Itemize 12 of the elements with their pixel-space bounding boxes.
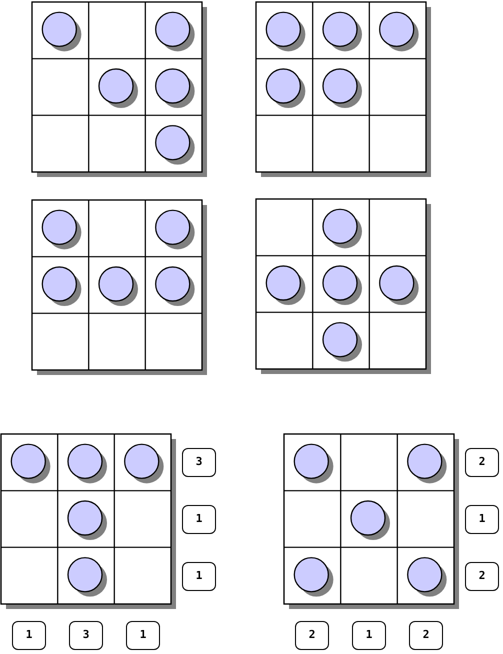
count-box: 2 xyxy=(295,621,329,650)
count-box: 1 xyxy=(182,562,216,591)
count-box: 2 xyxy=(409,621,443,650)
count-box: 2 xyxy=(465,562,499,591)
count-box: 2 xyxy=(465,448,499,477)
count-box: 1 xyxy=(465,505,499,534)
count-box: 3 xyxy=(69,621,103,650)
count-box: 1 xyxy=(352,621,386,650)
count-box: 1 xyxy=(12,621,46,650)
count-box: 1 xyxy=(182,505,216,534)
count-box: 1 xyxy=(126,621,160,650)
count-box: 3 xyxy=(182,448,216,477)
